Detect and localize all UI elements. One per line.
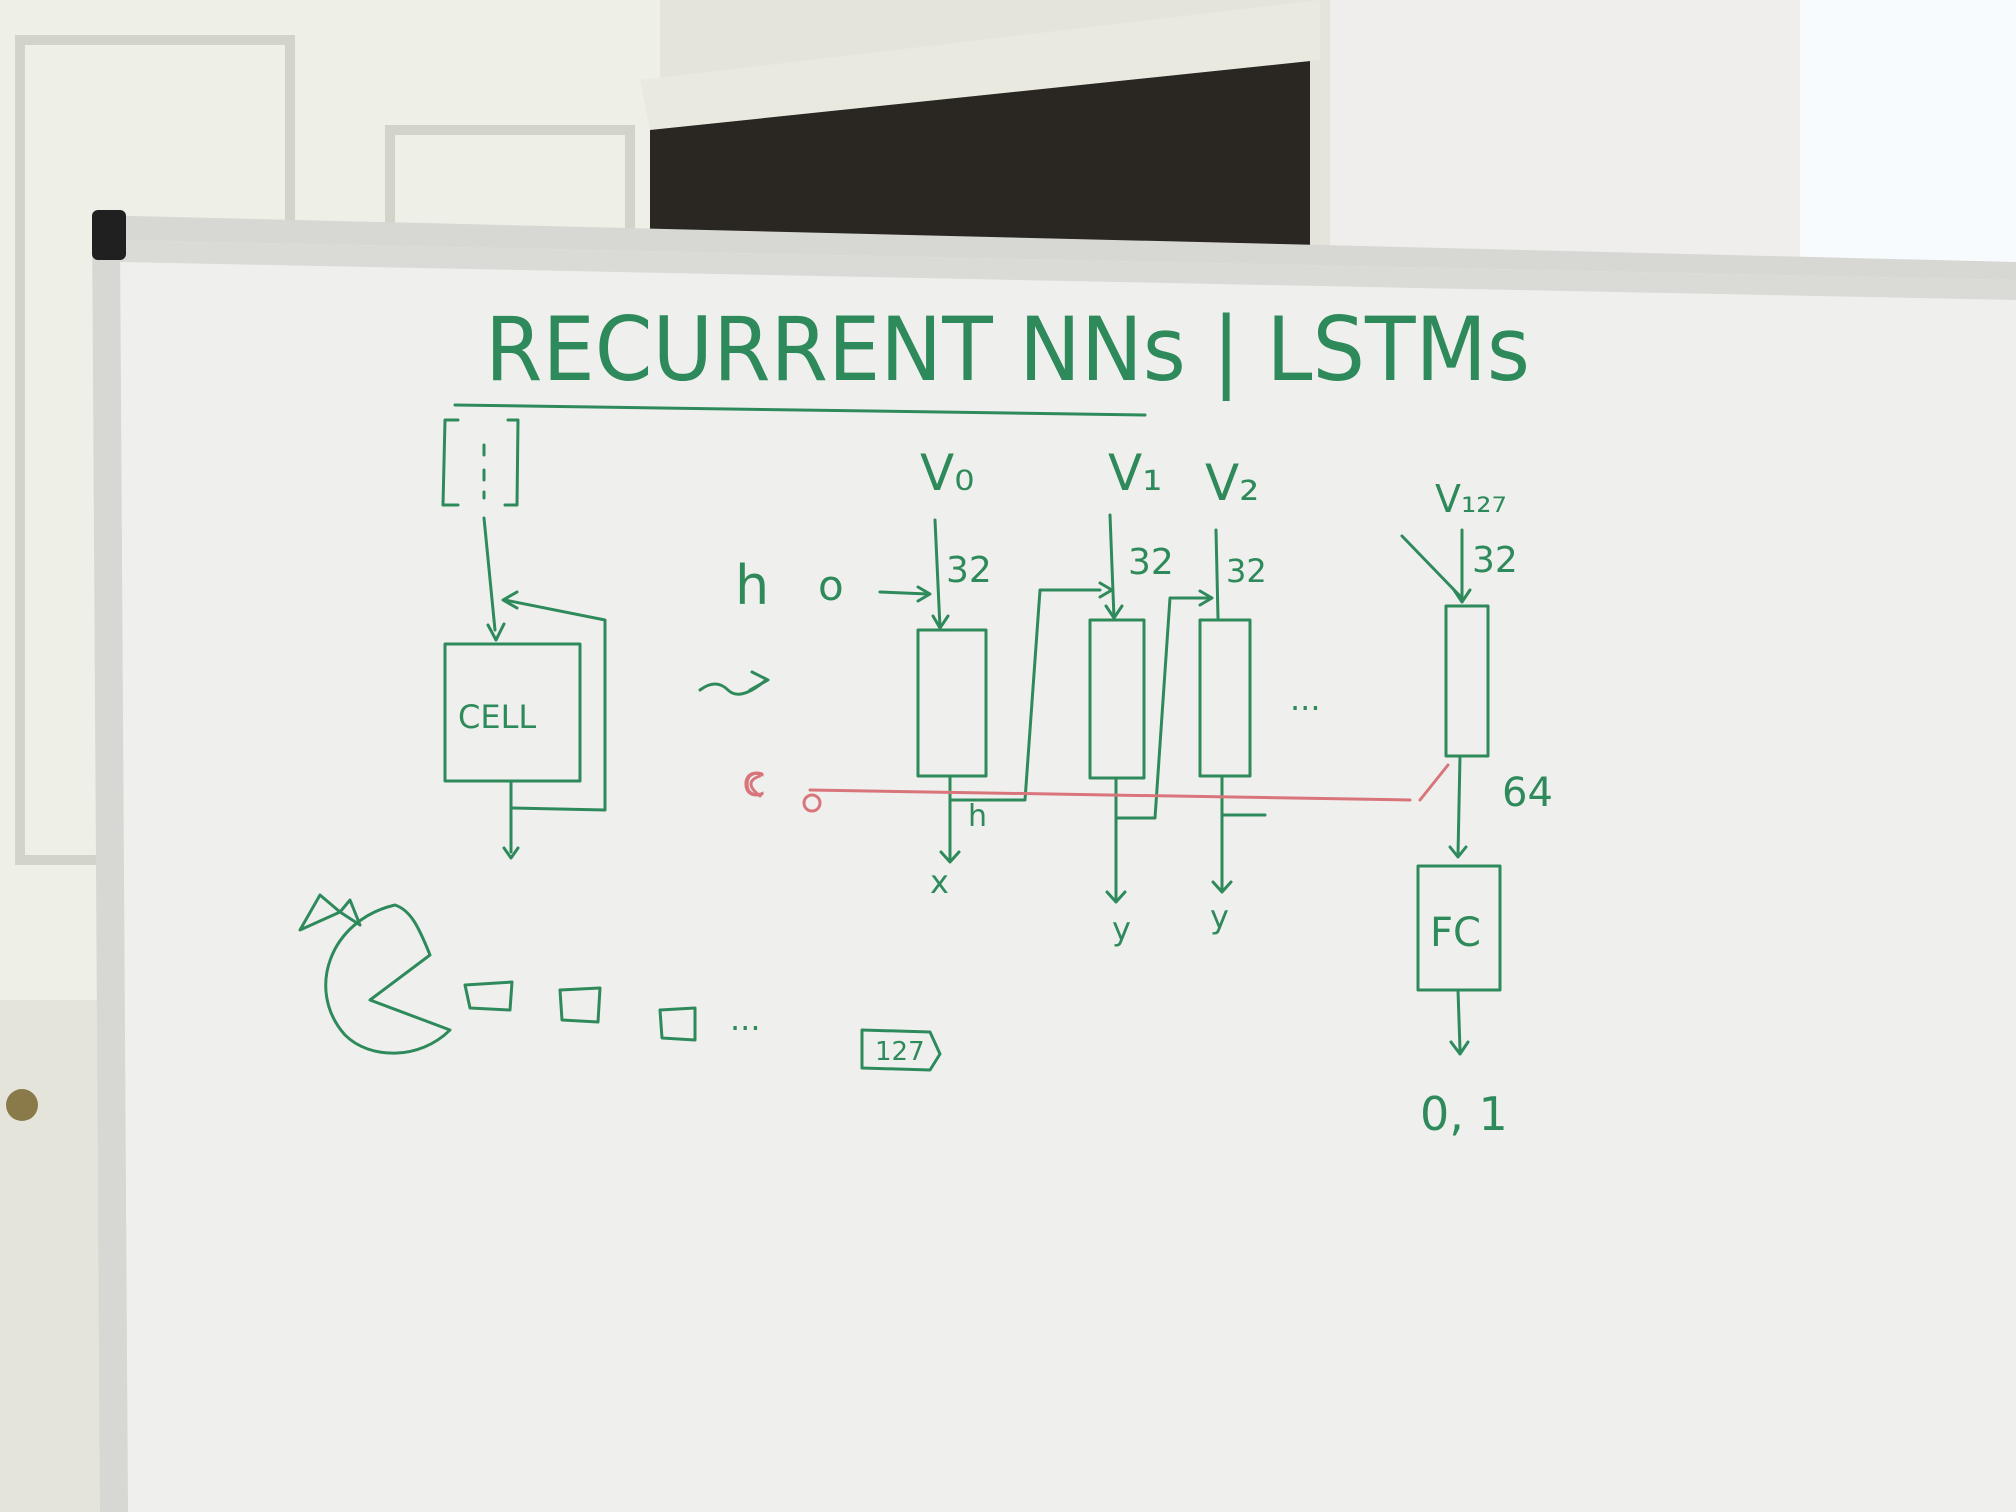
whiteboard-drawing bbox=[298, 403, 1502, 1072]
input-label-127: V₁₂₇ bbox=[1435, 477, 1507, 521]
size-label-0: 32 bbox=[946, 550, 992, 591]
final-output-label: 0, 1 bbox=[1420, 1087, 1508, 1141]
pacman-sequence bbox=[298, 893, 942, 1072]
output-label-1: y bbox=[1112, 910, 1131, 948]
final-size-label: 64 bbox=[1502, 770, 1553, 816]
cell-state-line bbox=[749, 763, 1450, 813]
lstm-cell-2 bbox=[1198, 528, 1267, 894]
cells-ellipsis: ... bbox=[1290, 680, 1321, 718]
size-label-2: 32 bbox=[1226, 552, 1267, 590]
cell-state-label: c bbox=[742, 756, 766, 807]
whiteboard-text: RECURRENT NNs | LSTMs CELL h o V₀ 32 x V… bbox=[458, 298, 1553, 1141]
hidden-state-label: h bbox=[735, 554, 769, 617]
sequence-ellipsis: ... bbox=[730, 1000, 761, 1038]
hidden-state-init: o bbox=[818, 561, 844, 610]
lstm-cell-1 bbox=[1088, 513, 1214, 904]
size-label-1: 32 bbox=[1128, 542, 1174, 583]
cell-label: CELL bbox=[458, 698, 536, 736]
input-label-0: V₀ bbox=[920, 444, 974, 502]
fc-label: FC bbox=[1430, 910, 1481, 956]
input-label-2: V₂ bbox=[1205, 454, 1259, 512]
lstm-cell-127 bbox=[1400, 528, 1502, 1056]
output-label-2: y bbox=[1210, 898, 1229, 936]
output-label-0: x bbox=[930, 863, 949, 901]
sequence-last-label: 127 bbox=[875, 1037, 925, 1067]
size-label-127: 32 bbox=[1472, 540, 1518, 581]
input-label-1: V₁ bbox=[1108, 444, 1162, 502]
lstm-cell-0 bbox=[916, 518, 1102, 864]
transform-arrow bbox=[698, 670, 770, 696]
cell-state-text: c bbox=[742, 756, 766, 807]
hidden-out-label: h bbox=[968, 799, 987, 834]
title-underline bbox=[453, 403, 1147, 417]
whiteboard bbox=[92, 210, 2016, 1512]
board-title: RECURRENT NNs | LSTMs bbox=[485, 298, 1530, 402]
folded-rnn-diagram bbox=[441, 418, 607, 860]
